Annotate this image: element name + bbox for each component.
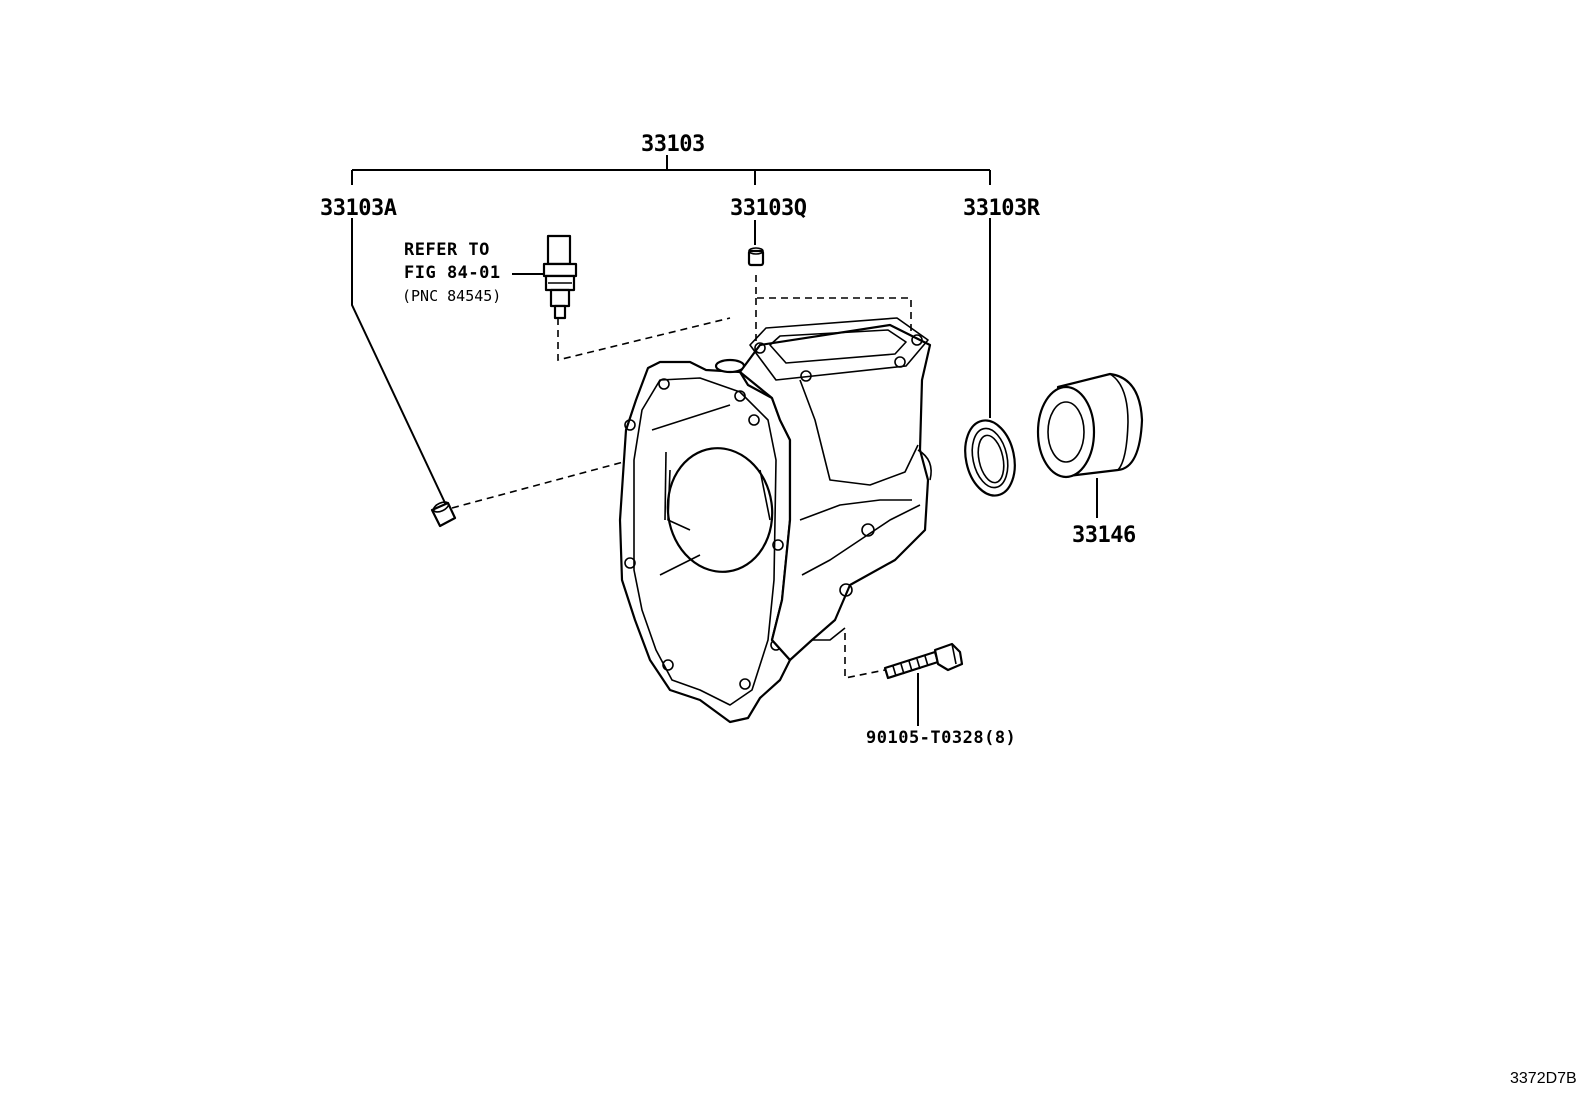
figure-code: 3372D7B [1510, 1070, 1577, 1087]
label-seal-r: 33103R [963, 196, 1040, 221]
transfer-housing-icon [618, 317, 932, 724]
label-bolt: 90105-T0328(8) [866, 728, 1017, 748]
label-plug-a: 33103A [320, 196, 397, 221]
sleeve-icon [1036, 372, 1144, 479]
refer-line-1: REFER TO [404, 240, 490, 260]
label-sleeve: 33146 [1072, 523, 1136, 548]
assembly-bracket [351, 155, 991, 185]
plug-a-icon [430, 501, 457, 528]
sensor-switch-icon [542, 234, 578, 320]
oil-seal-icon [964, 419, 1016, 497]
label-plug-q: 33103Q [730, 196, 807, 221]
plug-q-icon [747, 247, 765, 267]
label-assembly: 33103 [641, 132, 705, 157]
refer-line-2: FIG 84-01 [404, 263, 501, 283]
refer-line-3: (PNC 84545) [402, 287, 502, 305]
leader-lines [351, 218, 1098, 726]
bolt-icon [883, 642, 964, 680]
